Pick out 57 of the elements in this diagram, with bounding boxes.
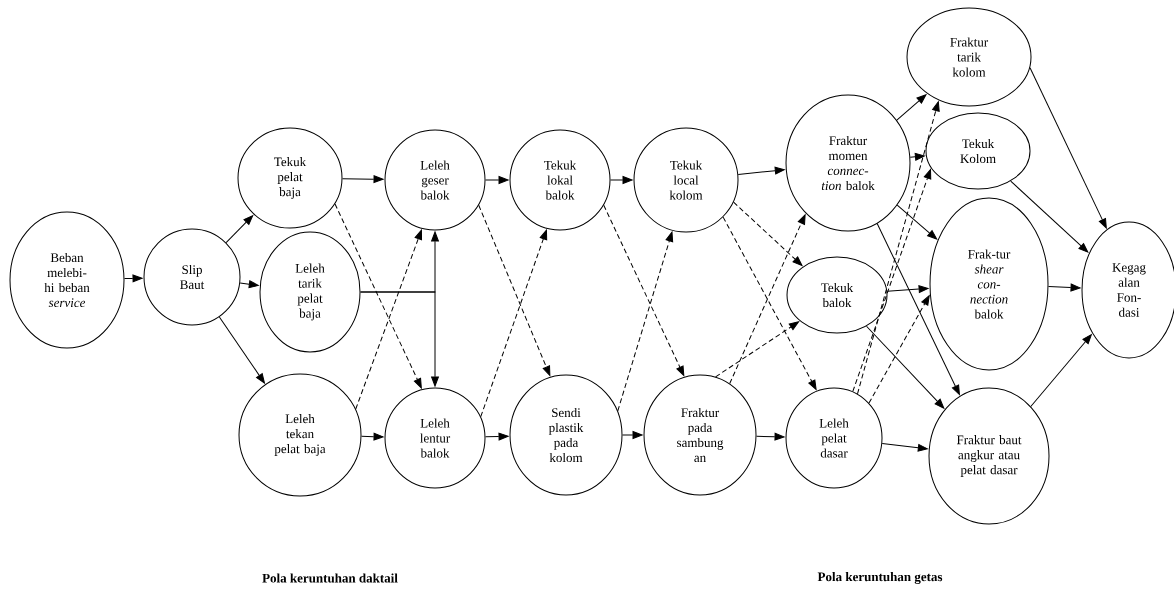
- arrow: [737, 166, 785, 175]
- ellipse-node: Fraktur momen connec- tion balok: [785, 94, 911, 232]
- arrow: [876, 223, 960, 396]
- arrow: [1048, 283, 1081, 292]
- ellipse-node: Tekuk balok: [786, 256, 888, 334]
- arrow: [603, 204, 685, 376]
- arrow: [610, 176, 633, 184]
- arrow: [729, 214, 806, 385]
- arrow: [896, 204, 938, 240]
- arrow: [617, 231, 674, 412]
- arrow: [225, 215, 254, 244]
- ellipse-node: Leleh geser balok: [384, 129, 486, 231]
- arrow: [485, 176, 509, 184]
- ellipse-node: Leleh pelat dasar: [785, 387, 883, 489]
- arrow: [361, 432, 384, 441]
- arrow: [1029, 67, 1107, 229]
- ellipse-node: Leleh tekan pelat baja: [238, 373, 362, 497]
- ellipse-node: Tekuk pelat baja: [237, 127, 343, 229]
- arrow: [485, 432, 509, 441]
- arrow: [756, 432, 785, 441]
- ellipse-node: Fraktur pada sambung an: [643, 374, 757, 496]
- arrow: [852, 169, 932, 392]
- ellipse-node: Fraktur tarik kolom: [906, 7, 1032, 107]
- arrow: [868, 295, 930, 404]
- arrow: [896, 94, 927, 121]
- arrow: [360, 291, 439, 387]
- arrow: [881, 443, 928, 452]
- ellipse-node: Tekuk Kolom: [925, 112, 1031, 190]
- arrow: [733, 201, 803, 266]
- ellipse-node: Beban melebi- hi beban service: [9, 211, 125, 349]
- arrow: [480, 229, 548, 418]
- arrow: [334, 203, 422, 389]
- arrow: [124, 274, 143, 283]
- arrow: [857, 101, 940, 395]
- arrow: [715, 321, 800, 378]
- arrow: [1030, 334, 1092, 407]
- ellipse-node: Sendi plastik pada kolom: [509, 374, 623, 496]
- caption-label: Pola keruntuhan getas: [817, 572, 943, 584]
- ellipse-node: Tekuk local kolom: [633, 127, 739, 233]
- ellipse-node: Fraktur baut angkur atau pelat dasar: [928, 387, 1050, 525]
- arrow: [909, 152, 925, 161]
- ellipse-node: Tekuk lokal balok: [509, 129, 611, 231]
- arrow: [886, 285, 929, 293]
- arrow: [342, 175, 384, 184]
- caption-label: Pola keruntuhan daktail: [262, 573, 398, 583]
- ellipse-node: Leleh lentur balok: [384, 387, 486, 489]
- arrow: [866, 325, 945, 409]
- arrow: [478, 204, 551, 376]
- ellipse-node: Slip Baut: [143, 228, 241, 326]
- ellipse-node: Frak-tur shear con- nection balok: [929, 197, 1049, 371]
- arrow: [1010, 180, 1089, 253]
- ellipse-node: Leleh tarik pelat baja: [259, 231, 361, 353]
- arrow: [239, 280, 259, 289]
- arrow: [355, 229, 423, 410]
- arrow: [622, 431, 643, 439]
- arrow: [218, 316, 265, 384]
- arrow: [722, 216, 817, 390]
